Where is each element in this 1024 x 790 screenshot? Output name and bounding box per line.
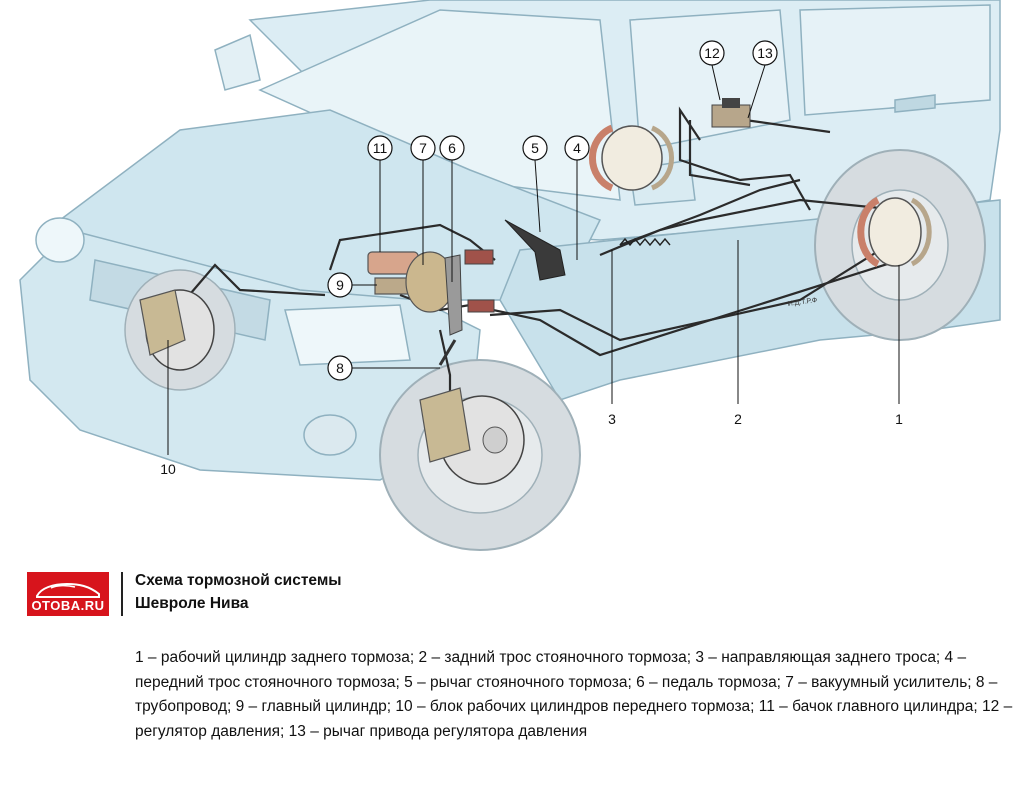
brake-pedal [444, 254, 463, 336]
parking-brake-lever [504, 219, 566, 281]
caption-subtitle: Шевроле Нива [135, 595, 249, 612]
callout-4: 4 [564, 135, 590, 161]
front-brake-tees [464, 249, 495, 313]
callout-9: 9 [327, 272, 353, 298]
parking-cable-spring [619, 237, 671, 247]
artist-signature: И.Д.Т.Р.Ф [787, 297, 817, 308]
callout-label: 11 [373, 140, 388, 156]
callout-13: 13 [752, 40, 778, 66]
otoba-logo[interactable]: OTOBA.RU [27, 572, 109, 616]
title-divider [121, 572, 123, 616]
brake-lines [184, 106, 901, 395]
callout-label: 13 [757, 45, 773, 61]
callout-label: 4 [573, 140, 581, 156]
callout-6: 6 [439, 135, 465, 161]
label-1: 1 [895, 411, 903, 427]
callout-label: 8 [336, 360, 344, 376]
rear-left-drum-brake [589, 124, 674, 192]
front-left-disc-brake [139, 289, 215, 371]
caption-legend: 1 – рабочий цилиндр заднего тормоза; 2 –… [135, 649, 1013, 740]
label-3: 3 [608, 411, 616, 427]
callout-5: 5 [522, 135, 548, 161]
callout-12: 12 [699, 40, 725, 66]
front-right-disc-brake [419, 387, 525, 485]
callout-label: 9 [336, 277, 344, 293]
brake-pipe [438, 339, 457, 366]
car-logo-icon [36, 582, 100, 598]
callout-label: 12 [704, 45, 720, 61]
pressure-regulator [711, 98, 751, 128]
callout-label: 5 [531, 140, 539, 156]
logo-text: OTOBA.RU [31, 598, 105, 613]
leader-lines [167, 64, 900, 455]
caption-title: Схема тормозной системы [135, 572, 342, 589]
callout-label: 6 [448, 140, 456, 156]
label-2: 2 [734, 411, 742, 427]
callout-label: 7 [419, 140, 427, 156]
brake-system-diagram: 11 7 6 5 4 12 13 9 8 1 2 3 10 И.Д.Т.Р.Ф [19, 0, 1001, 551]
label-10: 10 [160, 461, 176, 477]
rear-right-drum-brake [857, 196, 932, 268]
callout-11: 11 [367, 135, 393, 161]
callout-8: 8 [327, 355, 353, 381]
callout-7: 7 [410, 135, 436, 161]
